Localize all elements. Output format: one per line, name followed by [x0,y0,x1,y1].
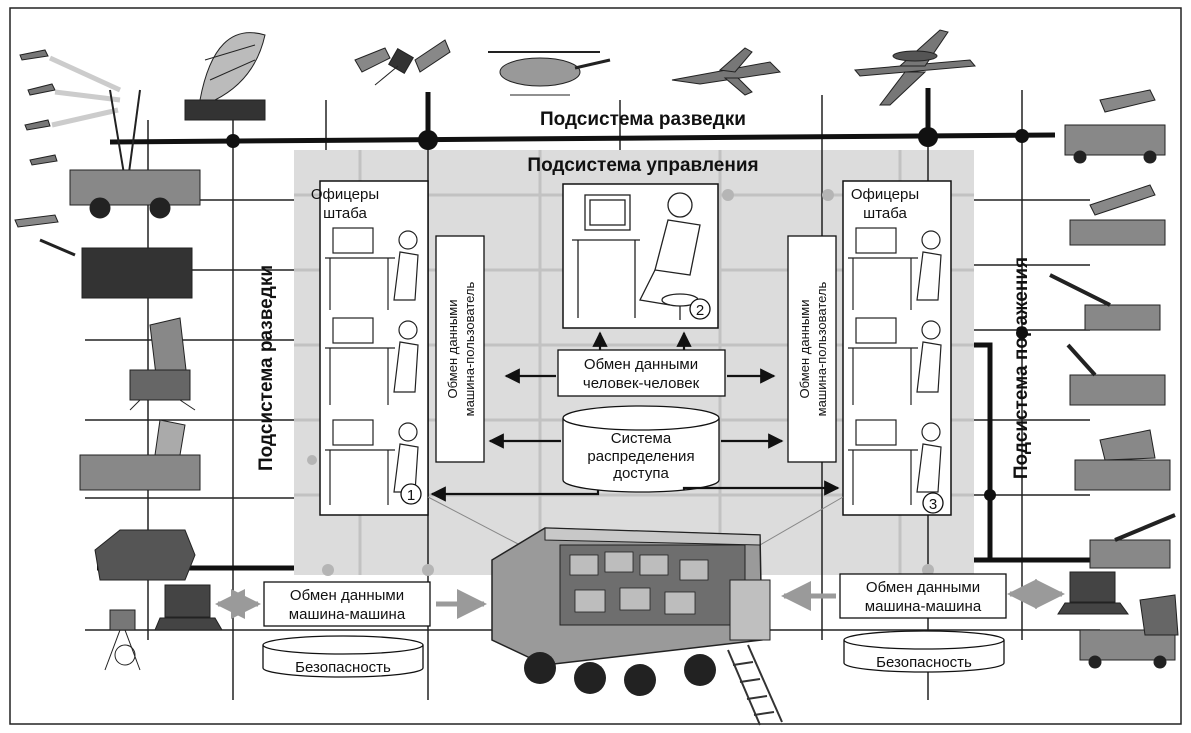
missile-launcher-icon [1064,89,1166,164]
officers-panel-left: Офицеры штаба 1 [311,180,429,516]
operator-sketch [572,192,701,320]
mm-exchange-right-line2: машина-машина [865,598,982,615]
strike-subsystem-title-right: Подсистема поражения [1011,257,1032,479]
security-database-right: Безопасность [843,630,1005,673]
security-right-label: Безопасность [876,654,972,671]
security-database-left: Безопасность [262,635,424,678]
mlrs-icon [1079,594,1179,669]
recon-subsystem-title-top: Подсистема разведки [540,109,746,130]
marker-2-circle [689,298,711,320]
officers-panel-right: Офицеры штаба 3 [842,180,952,516]
access-system-database: Система распределения доступа [562,405,720,493]
operator-panel-center: 2 [562,183,719,329]
apc-icon [94,529,196,581]
recon-assets-left [14,49,223,671]
access-system-line1: Система [611,430,672,447]
mm-user-right-line1: Обмен данными [797,300,812,399]
artillery-tank-icon [1066,343,1166,406]
access-system-line3: доступа [613,465,669,482]
funnel-lines [427,496,844,546]
air-defense-vehicle-icon [1074,429,1171,491]
officers-right-line1: Офицеры [851,186,919,203]
marker-1-circle [400,483,422,505]
mm-exchange-right: Обмен данными машина-машина [839,573,1007,619]
control-subsystem-title: Подсистема управления [527,155,758,176]
helicopter-icon [488,51,611,96]
mm-exchange-right-line1: Обмен данными [866,579,980,596]
radar-station-icon [129,317,196,411]
mm-user-left-line2: машина-пользователь [462,281,477,416]
access-system-line2: распределения [587,448,694,465]
officers-left-line2: штаба [323,205,367,222]
mm-exchange-left-line2: машина-машина [289,606,406,623]
bus-junctions [226,127,1029,501]
mm-arrows [215,579,1065,619]
control-arrows [430,331,840,502]
marker-3: 3 [929,496,937,513]
laptop-left-icon [154,584,223,631]
recon-subsystem-title-left: Подсистема разведки [256,265,277,471]
strike-assets-right [1049,89,1179,669]
satellite-icon [354,39,451,86]
human-exchange-line1: Обмен данными [584,356,698,373]
uav-swarm-icon [19,49,122,166]
workstation-sketch [848,227,942,505]
mm-user-box-left: Обмен данными машина-пользователь [435,235,485,463]
security-left-label: Безопасность [295,659,391,676]
command-vehicle [491,527,783,726]
marker-2: 2 [696,302,704,319]
mm-user-left-line1: Обмен данными [445,300,460,399]
mm-exchange-left-line1: Обмен данными [290,587,404,604]
recon-assets-top [184,29,976,121]
marker-1: 1 [407,487,415,504]
radar-vehicle-icon [79,419,201,491]
radar-truck-icon [69,89,201,219]
officers-right-line2: штаба [863,205,907,222]
outer-frame [9,7,1182,725]
mm-exchange-left: Обмен данными машина-машина [263,581,431,627]
mm-user-box-right: Обмен данными машина-пользователь [787,235,837,463]
radar-dish-icon [184,32,266,121]
signal-uav-icon [14,214,193,299]
spg-icon [1089,513,1176,569]
officers-left-line1: Офицеры [311,186,379,203]
howitzer-icon [1049,273,1161,331]
human-exchange-box: Обмен данными человек-человек [557,349,726,397]
main-bus-lines [97,88,1105,571]
sam-vehicle-icon [1069,184,1166,246]
tripod-sensor-icon [104,609,141,671]
awacs-plane-icon [854,29,976,106]
laptop-right-icon [1057,571,1129,615]
mm-user-right-line2: машина-пользователь [814,281,829,416]
human-exchange-line2: человек-человек [583,375,700,392]
fighter-jet-icon [671,47,782,96]
marker-3-circle [922,492,944,514]
